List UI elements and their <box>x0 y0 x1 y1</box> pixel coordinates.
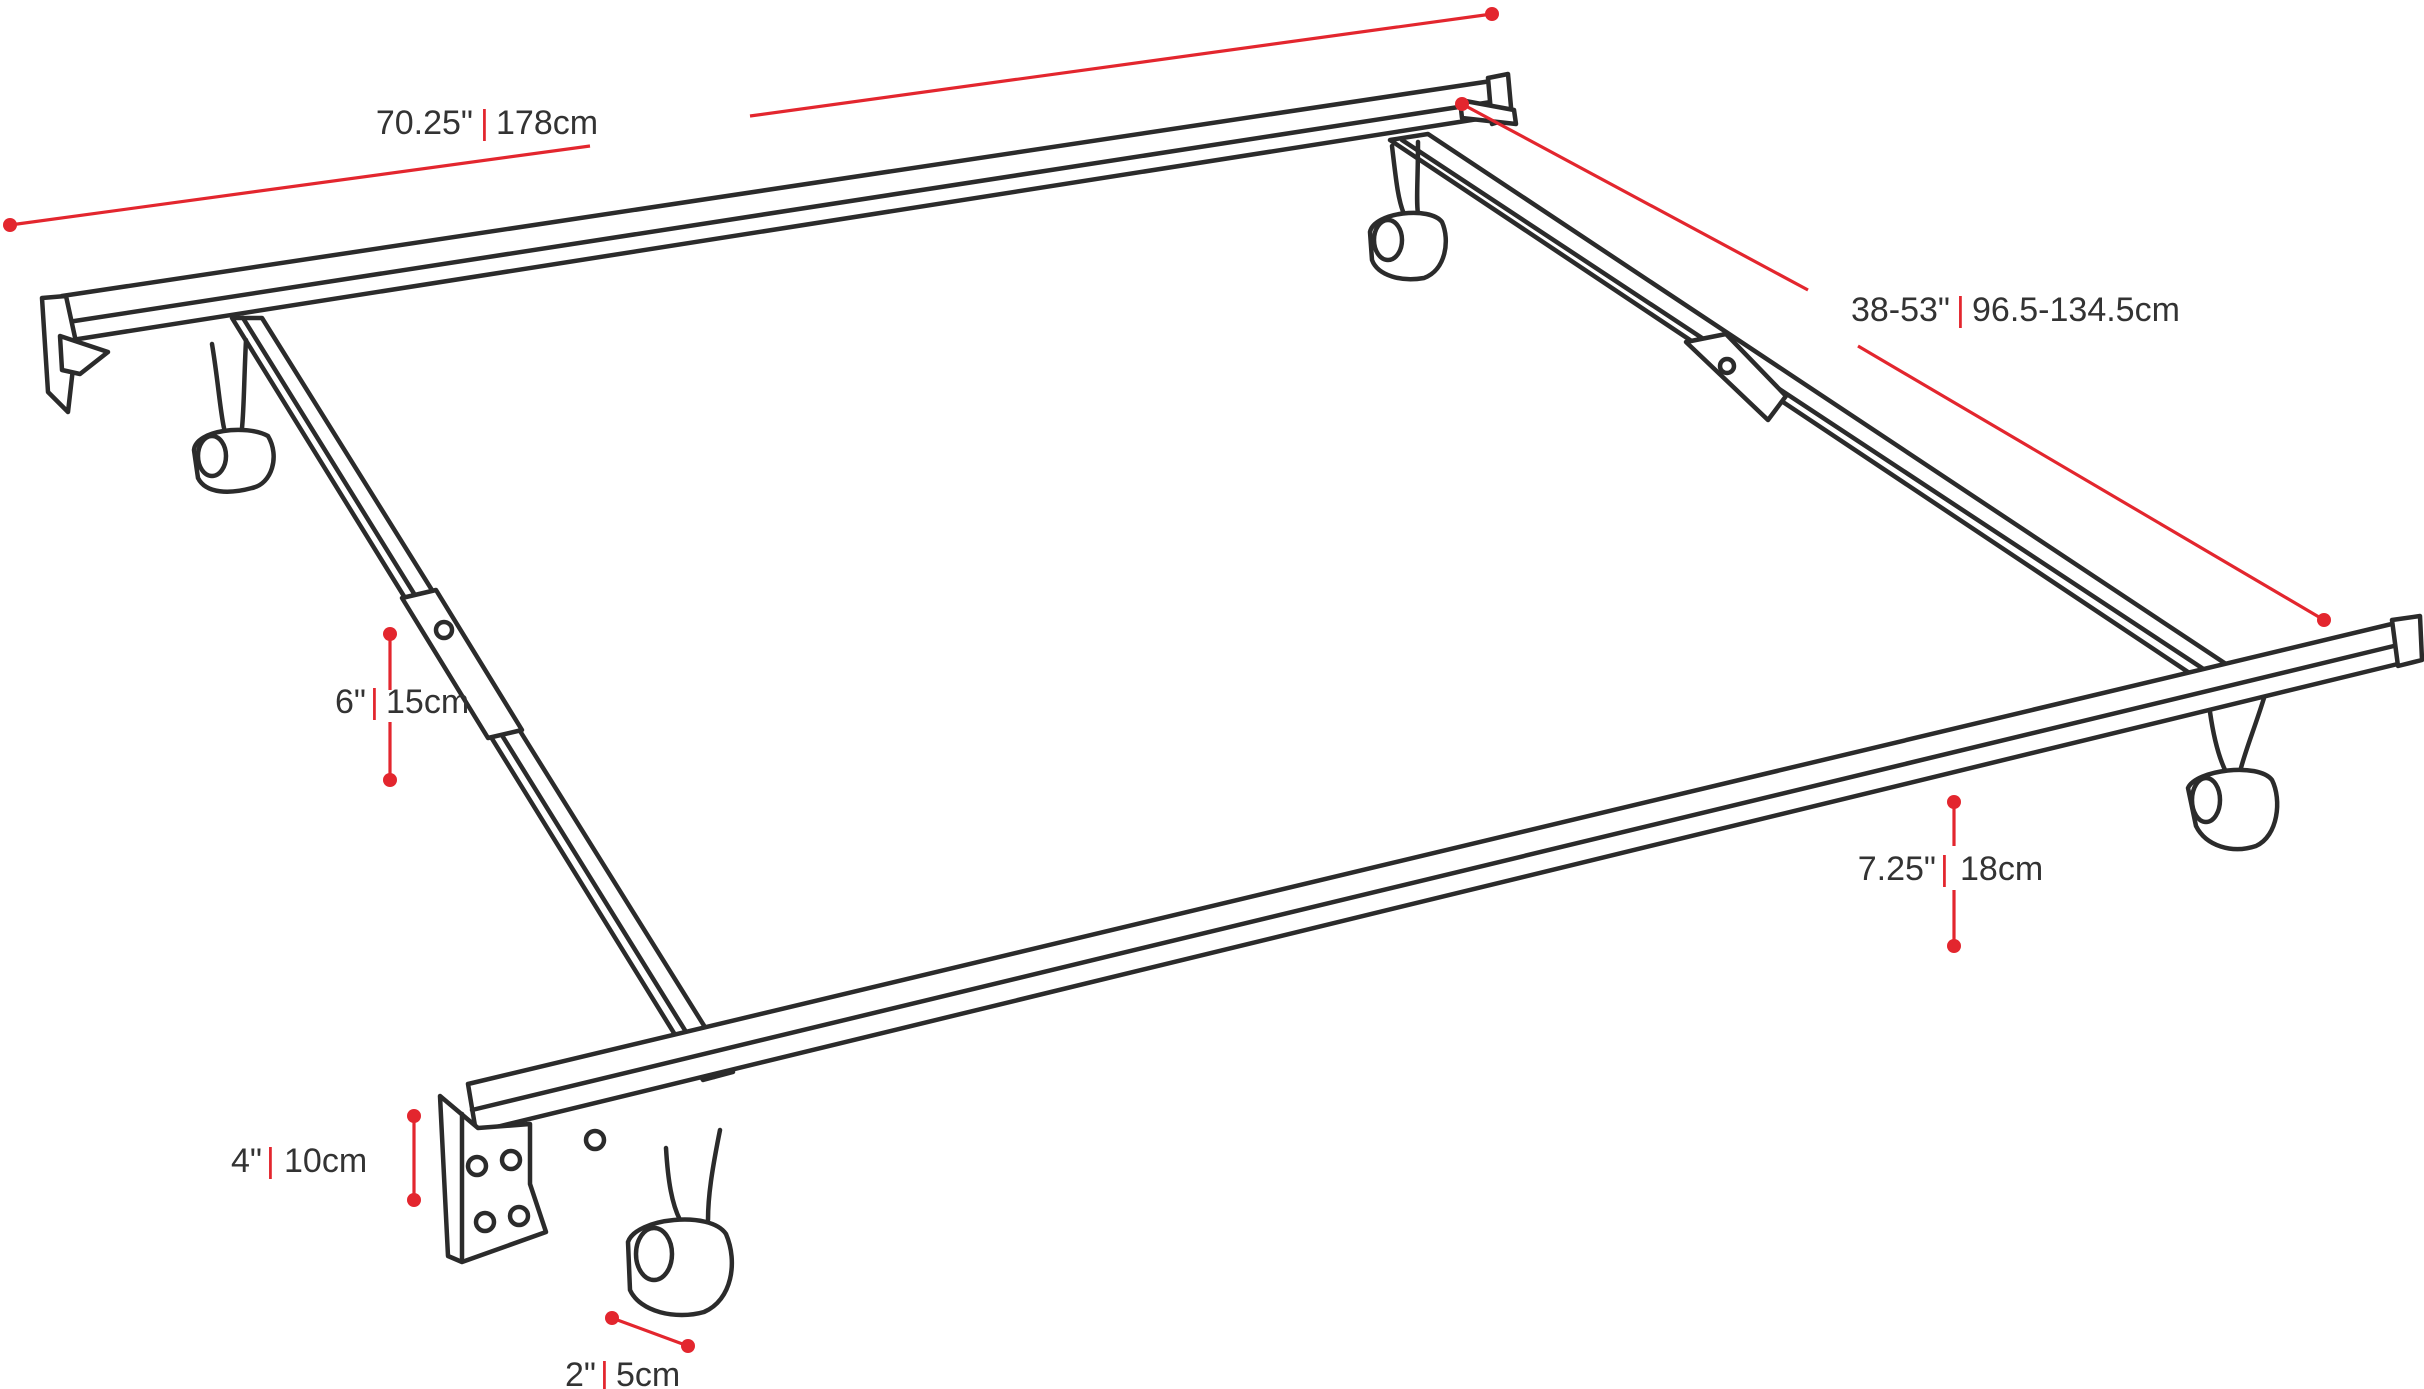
leg-height-separator: | <box>370 683 379 721</box>
bracket-height-metric-label: 10cm <box>284 1142 367 1180</box>
width-metric-label: 96.5-134.5cm <box>1972 291 2180 329</box>
frame-height-metric-label: 18cm <box>1960 850 2043 888</box>
dimension-leg-height: 6" | 15cm <box>335 627 469 787</box>
dimension-caster-width: 2" | 5cm <box>565 1311 695 1389</box>
leg-height-metric-label: 15cm <box>386 683 469 721</box>
dimension-frame-height: 7.25" | 18cm <box>1858 795 2043 953</box>
length-separator: | <box>480 104 489 142</box>
left-side-rail <box>229 315 736 1083</box>
front-rail <box>437 613 2424 1265</box>
caster-front-right <box>2185 695 2280 852</box>
width-imperial-label: 38-53" <box>1851 291 1950 329</box>
caster-width-metric-label: 5cm <box>616 1356 680 1389</box>
frame-height-imperial-label: 7.25" <box>1858 850 1936 888</box>
bracket-height-imperial-label: 4" <box>231 1142 262 1180</box>
bed-frame <box>39 71 2424 1318</box>
caster-back-left <box>191 337 276 494</box>
leg-height-imperial-label: 6" <box>335 683 366 721</box>
caster-width-imperial-label: 2" <box>565 1356 596 1389</box>
dimension-length: 70.25" | 178cm <box>3 7 1499 232</box>
length-imperial-label: 70.25" <box>376 104 473 142</box>
width-separator: | <box>1956 291 1965 329</box>
caster-front-left <box>625 1127 735 1318</box>
back-rail <box>39 71 1519 415</box>
caster-back-right <box>1367 139 1449 282</box>
caster-width-separator: | <box>600 1356 609 1389</box>
dimension-width: 38-53" | 96.5-134.5cm <box>1455 97 2331 627</box>
bracket-height-separator: | <box>266 1142 275 1180</box>
frame-height-separator: | <box>1940 850 1949 888</box>
right-side-rail <box>1387 131 2235 679</box>
length-metric-label: 178cm <box>496 104 598 142</box>
dimension-bracket-height: 4" | 10cm <box>231 1109 421 1207</box>
